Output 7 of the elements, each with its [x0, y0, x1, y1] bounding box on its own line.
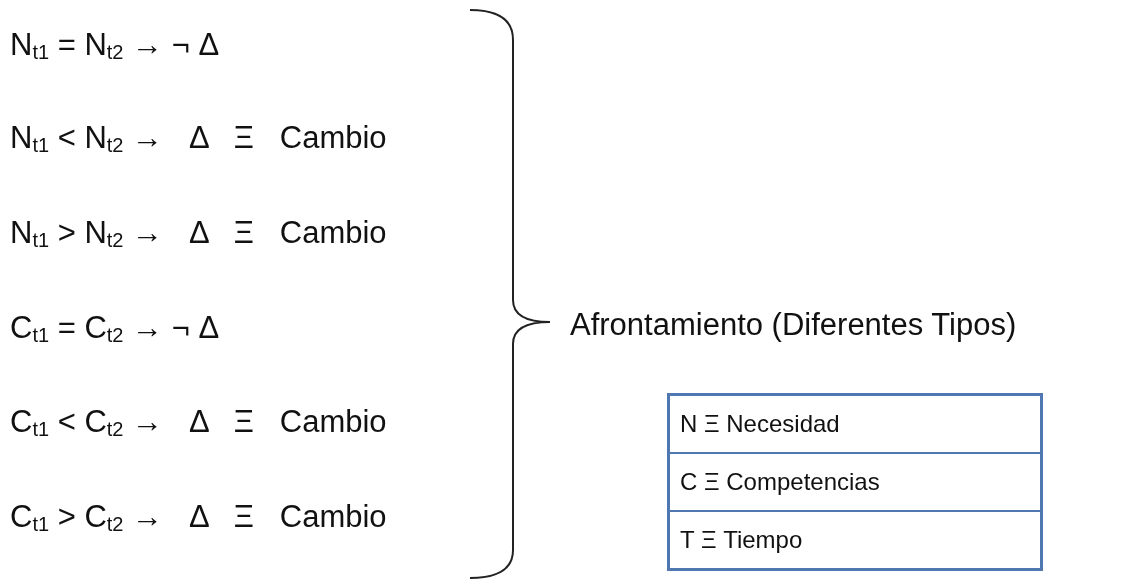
result-text: Afrontamiento (Diferentes Tipos) [570, 307, 1017, 343]
formula-text: C$_{t1}$ > C$_{t2}$ → Δ Ξ Cambio [10, 499, 387, 537]
formula-text: C$_{t1}$ = C$_{t2}$ → ¬ Δ [10, 310, 220, 348]
formula-text: C$_{t1}$ < C$_{t2}$ → Δ Ξ Cambio [10, 404, 387, 442]
formula-text: N$_{t1}$ < N$_{t2}$ → Δ Ξ Cambio [10, 120, 387, 158]
formula-text: N$_{t1}$ > N$_{t2}$ → Δ Ξ Cambio [10, 215, 387, 253]
formula-text: N$_{t1}$ = N$_{t2}$ → ¬ Δ [10, 27, 220, 65]
